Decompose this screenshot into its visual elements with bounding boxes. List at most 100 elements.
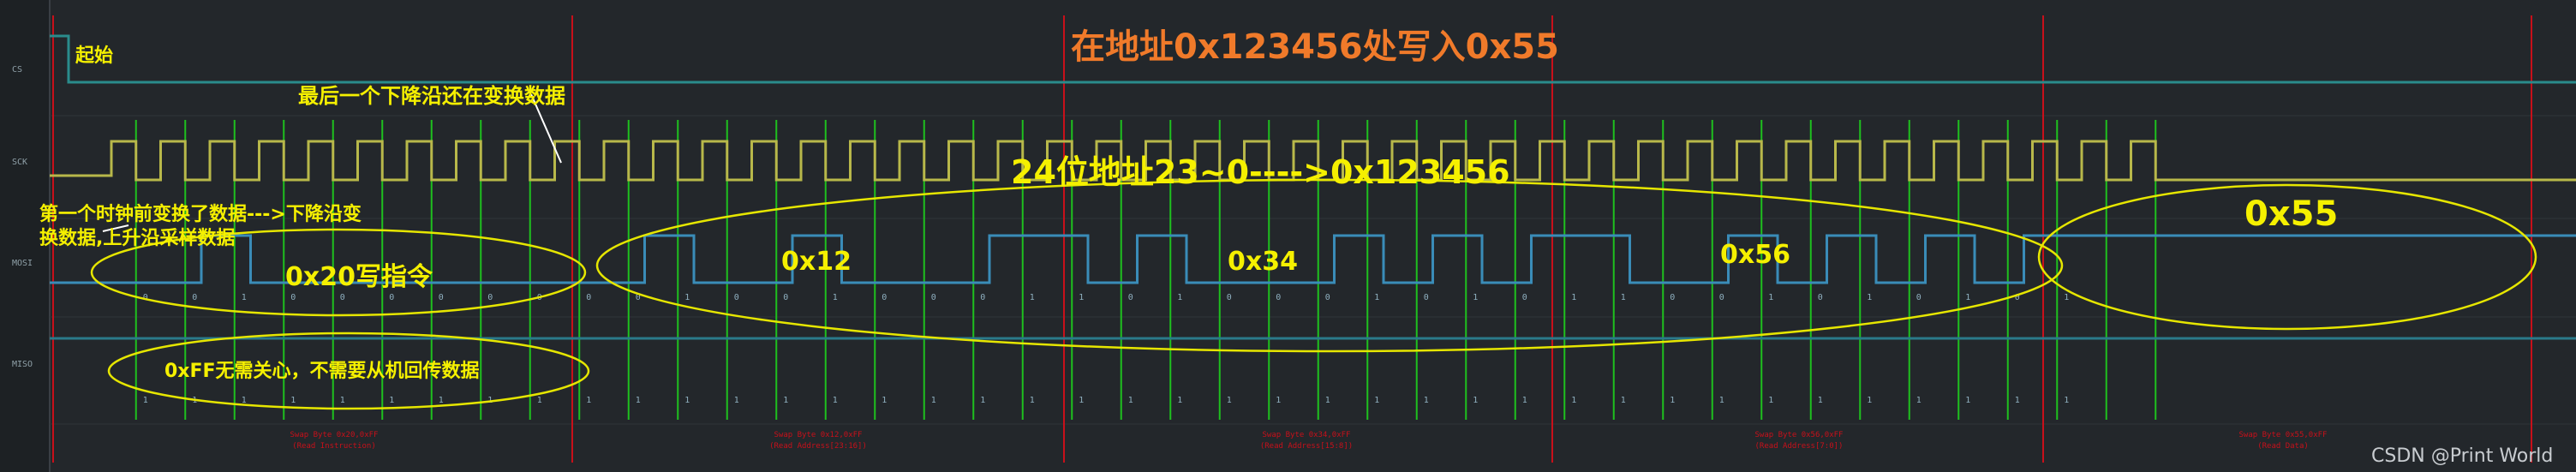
channel-gutter: [0, 0, 50, 472]
mosi-bit-label: 1: [242, 293, 247, 302]
ellipse-data: [2037, 183, 2537, 331]
miso-bit-label: 1: [1079, 396, 1084, 405]
miso-bit-label: 1: [1276, 396, 1281, 405]
miso-bit-label: 1: [980, 396, 985, 405]
mosi-bit-label: 1: [1177, 293, 1182, 302]
page-title: 在地址0x123456处写入0x55: [1071, 27, 1559, 67]
mosi-bit-label: 1: [1768, 293, 1773, 302]
first-clock-note-line1: 第一个时钟前变换了数据--->下降沿变: [39, 204, 362, 225]
mosi-bit-label: 0: [487, 293, 493, 302]
miso-bit-label: 1: [1473, 396, 1478, 405]
mosi-bit-label: 0: [882, 293, 887, 302]
decode-labels: Swap Byte 0x20,0xFF (Read Instruction) S…: [290, 431, 2328, 451]
mosi-bit-label: 0: [1276, 293, 1281, 302]
mosi-bit-label: 1: [684, 293, 690, 302]
miso-bit-label: 1: [290, 396, 296, 405]
miso-bit-label: 1: [1571, 396, 1576, 405]
miso-bit-label: 1: [1719, 396, 1724, 405]
mosi-bit-label: 1: [1030, 293, 1035, 302]
miso-bit-label: 1: [833, 396, 838, 405]
miso-bit-label: 1: [1374, 396, 1379, 405]
miso-bit-label: 1: [636, 396, 641, 405]
data-byte-label: 0x55: [2244, 194, 2339, 234]
mosi-bit-label: 0: [931, 293, 936, 302]
miso-bit-label: 1: [1867, 396, 1872, 405]
annotation-arrows: [102, 93, 562, 232]
miso-bit-label: 1: [242, 396, 247, 405]
channel-label-sck: SCK: [12, 158, 27, 167]
mosi-bit-label: 0: [192, 293, 197, 302]
mosi-bit-label: 1: [1965, 293, 1970, 302]
mosi-bit-label: 1: [1473, 293, 1478, 302]
miso-bit-label: 1: [143, 396, 148, 405]
miso-bit-label: 1: [2015, 396, 2020, 405]
decode-label-byte1-line2: (Read Instruction): [292, 442, 376, 451]
start-label: 起始: [75, 45, 114, 67]
address-byte3-label: 0x56: [1720, 240, 1790, 270]
ellipse-write-command: [90, 228, 587, 317]
mosi-bit-label: 0: [1325, 293, 1330, 302]
first-clock-note-line2: 换数据,上升沿采样数据: [39, 228, 236, 249]
mosi-bit-label: 0: [143, 293, 148, 302]
miso-bit-label: 1: [586, 396, 591, 405]
mosi-bit-label: 1: [1621, 293, 1626, 302]
ellipse-ignore-ff: [107, 332, 590, 410]
mosi-bit-label: 0: [340, 293, 345, 302]
miso-bit-label: 1: [684, 396, 690, 405]
csdn-watermark: CSDN @Print World: [2371, 445, 2554, 467]
miso-bit-label: 1: [1030, 396, 1035, 405]
miso-bit-label: 1: [2064, 396, 2069, 405]
channel-labels: CS SCK MOSI MISO: [12, 65, 33, 369]
highlight-ellipses: [90, 178, 2537, 410]
miso-bit-label: 1: [1522, 396, 1527, 405]
miso-bit-label: 1: [1177, 396, 1182, 405]
miso-bit-label: 1: [537, 396, 542, 405]
decode-label-byte1-line1: Swap Byte 0x20,0xFF: [290, 431, 379, 439]
write-command-label: 0x20写指令: [285, 262, 433, 292]
mosi-bit-label: 0: [980, 293, 985, 302]
ignore-ff-label: 0xFF无需关心，不需要从机回传数据: [164, 361, 480, 382]
miso-bit-label: 1: [1768, 396, 1773, 405]
last-falling-edge-label: 最后一个下降沿还在变换数据: [298, 84, 565, 108]
address-byte1-label: 0x12: [781, 247, 852, 277]
channel-label-mosi: MOSI: [12, 259, 33, 268]
miso-bit-label: 1: [931, 396, 936, 405]
miso-bit-label: 1: [1325, 396, 1330, 405]
mosi-bit-label: 0: [1424, 293, 1429, 302]
decode-label-byte5-line1: Swap Byte 0x55,0xFF: [2239, 431, 2328, 439]
mosi-bit-label: 1: [1571, 293, 1576, 302]
mosi-bit-label: 0: [1522, 293, 1527, 302]
decode-label-byte5-line2: (Read Data): [2257, 442, 2309, 451]
miso-bit-label: 1: [1670, 396, 1675, 405]
mosi-bit-label: 0: [586, 293, 591, 302]
address-byte2-label: 0x34: [1228, 247, 1298, 277]
mosi-bit-label: 0: [1916, 293, 1922, 302]
mosi-bit-label: 0: [2015, 293, 2020, 302]
mosi-bit-label: 1: [2064, 293, 2069, 302]
miso-bit-label: 1: [734, 396, 739, 405]
miso-bit-label: 1: [1424, 396, 1429, 405]
bit-value-labels: 0 1 0 1 1 1 0 1 0 1 0 1 0 1 0 1 0 1 0 1 0 1 1 1 0 1 0 1 1 1 0 1 0 1 0 1 1 1 1 1…: [143, 293, 2070, 405]
miso-bit-label: 1: [389, 396, 394, 405]
decode-label-byte2-line1: Swap Byte 0x12,0xFF: [774, 431, 863, 439]
cs-trace: [50, 34, 2576, 84]
miso-bit-label: 1: [1818, 396, 1823, 405]
decode-label-byte4-line1: Swap Byte 0x56,0xFF: [1755, 431, 1844, 439]
channel-label-miso: MISO: [12, 360, 33, 369]
miso-bit-label: 1: [1916, 396, 1922, 405]
channel-label-cs: CS: [12, 65, 22, 75]
decode-label-byte2-line2: (Read Address[23:16]): [769, 442, 867, 451]
mosi-bit-label: 0: [1719, 293, 1724, 302]
mosi-bit-label: 0: [1227, 293, 1232, 302]
mosi-bit-label: 0: [290, 293, 296, 302]
decode-label-byte4-line2: (Read Address[7:0]): [1755, 442, 1844, 451]
miso-bit-label: 1: [1621, 396, 1626, 405]
mosi-bit-label: 1: [833, 293, 838, 302]
mosi-bit-label: 0: [636, 293, 641, 302]
byte-boundary-markers: [52, 15, 2532, 463]
miso-bit-label: 1: [340, 396, 345, 405]
miso-bit-label: 1: [882, 396, 887, 405]
mosi-bit-label: 0: [1128, 293, 1133, 302]
miso-bit-label: 1: [439, 396, 444, 405]
mosi-bit-label: 0: [734, 293, 739, 302]
